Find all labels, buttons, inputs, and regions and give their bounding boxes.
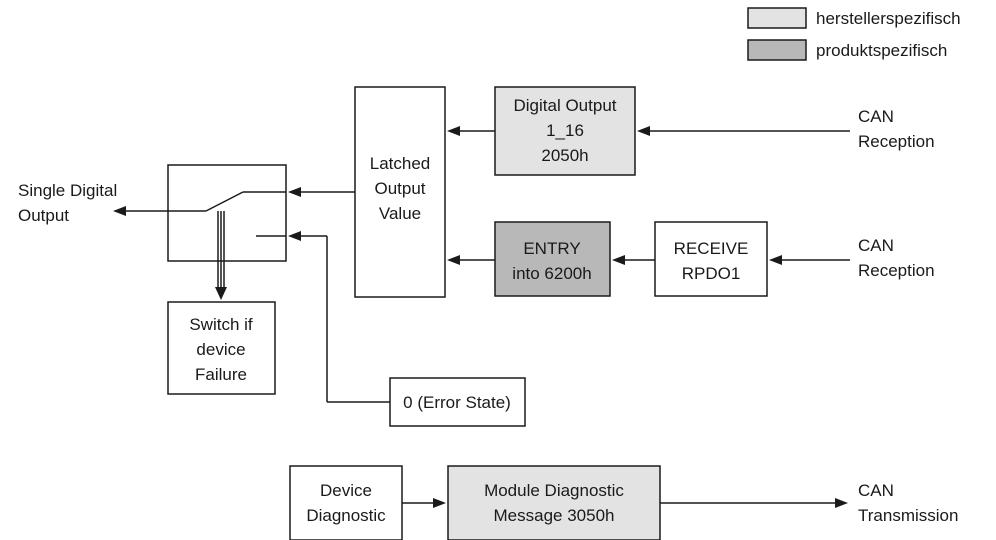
can-reception-label-top: CAN Reception <box>858 107 935 151</box>
svg-text:device: device <box>196 340 245 359</box>
module-diagnostic-label: Module Diagnostic Message 3050h <box>484 481 624 525</box>
svg-text:CAN: CAN <box>858 481 894 500</box>
svg-text:Diagnostic: Diagnostic <box>306 506 386 525</box>
legend-swatch-herstellerspezifisch <box>747 7 807 29</box>
error-state-label: 0 (Error State) <box>403 393 511 412</box>
svg-text:Device: Device <box>320 481 372 500</box>
svg-text:2050h: 2050h <box>541 146 588 165</box>
error-state-box <box>389 377 526 427</box>
svg-text:Transmission: Transmission <box>858 506 958 525</box>
legend: herstellerspezifisch produktspezifisch <box>747 7 961 61</box>
switch-if-device-failure-label: Switch if device Failure <box>189 315 253 384</box>
digital-output-2050h-label: Digital Output 1_16 2050h <box>514 96 617 165</box>
latched-output-value-box <box>354 86 446 298</box>
svg-text:CAN: CAN <box>858 107 894 126</box>
arrowhead-single-output <box>113 206 126 216</box>
svg-text:Reception: Reception <box>858 261 935 280</box>
svg-text:Failure: Failure <box>195 365 247 384</box>
svg-text:into 6200h: into 6200h <box>512 264 591 283</box>
arrowhead-can-transmission <box>835 498 848 508</box>
svg-text:Value: Value <box>379 204 421 223</box>
svg-text:Latched: Latched <box>370 154 431 173</box>
can-transmission-label: CAN Transmission <box>858 481 958 525</box>
arrowhead-into-switch-top <box>288 187 301 197</box>
connectors <box>113 126 850 508</box>
svg-text:Output: Output <box>374 179 425 198</box>
legend-swatch-produktspezifisch <box>747 39 807 61</box>
arrowhead-into-latched-bottom <box>447 255 460 265</box>
svg-text:RPDO1: RPDO1 <box>682 264 741 283</box>
svg-text:Output: Output <box>18 206 69 225</box>
receive-rpdo1-label: RECEIVE RPDO1 <box>674 239 749 283</box>
svg-text:Module Diagnostic: Module Diagnostic <box>484 481 624 500</box>
arrowhead-into-entry <box>612 255 625 265</box>
svg-text:ENTRY: ENTRY <box>523 239 580 258</box>
arrowhead-into-switch-bottom <box>288 231 301 241</box>
switch-if-device-failure-box <box>167 301 276 395</box>
device-diagnostic-label: Device Diagnostic <box>306 481 386 525</box>
latched-output-value-label: Latched Output Value <box>370 154 431 223</box>
arrowhead-into-latched-top <box>447 126 460 136</box>
svg-text:Reception: Reception <box>858 132 935 151</box>
svg-text:Message 3050h: Message 3050h <box>494 506 615 525</box>
module-diagnostic-box <box>447 465 661 540</box>
switch-lever <box>205 191 244 212</box>
device-diagnostic-box <box>289 465 403 540</box>
svg-text:Switch if: Switch if <box>189 315 253 334</box>
can-reception-label-bottom: CAN Reception <box>858 236 935 280</box>
single-digital-output-label: Single Digital Output <box>18 181 117 225</box>
entry-6200h-box <box>494 221 611 297</box>
svg-text:1_16: 1_16 <box>546 121 584 140</box>
arrowhead-into-digital-output <box>637 126 650 136</box>
arrowhead-into-receive <box>769 255 782 265</box>
svg-text:Digital Output: Digital Output <box>514 96 617 115</box>
legend-label-produktspezifisch: produktspezifisch <box>816 41 947 60</box>
output-switch-box <box>167 164 287 262</box>
svg-text:Single Digital: Single Digital <box>18 181 117 200</box>
arrowhead-into-failure-box <box>215 287 227 300</box>
arrowhead-into-module-diagnostic <box>433 498 446 508</box>
receive-rpdo1-box <box>654 221 768 297</box>
entry-6200h-label: ENTRY into 6200h <box>512 239 591 283</box>
legend-label-herstellerspezifisch: herstellerspezifisch <box>816 9 961 28</box>
svg-text:CAN: CAN <box>858 236 894 255</box>
svg-text:RECEIVE: RECEIVE <box>674 239 749 258</box>
